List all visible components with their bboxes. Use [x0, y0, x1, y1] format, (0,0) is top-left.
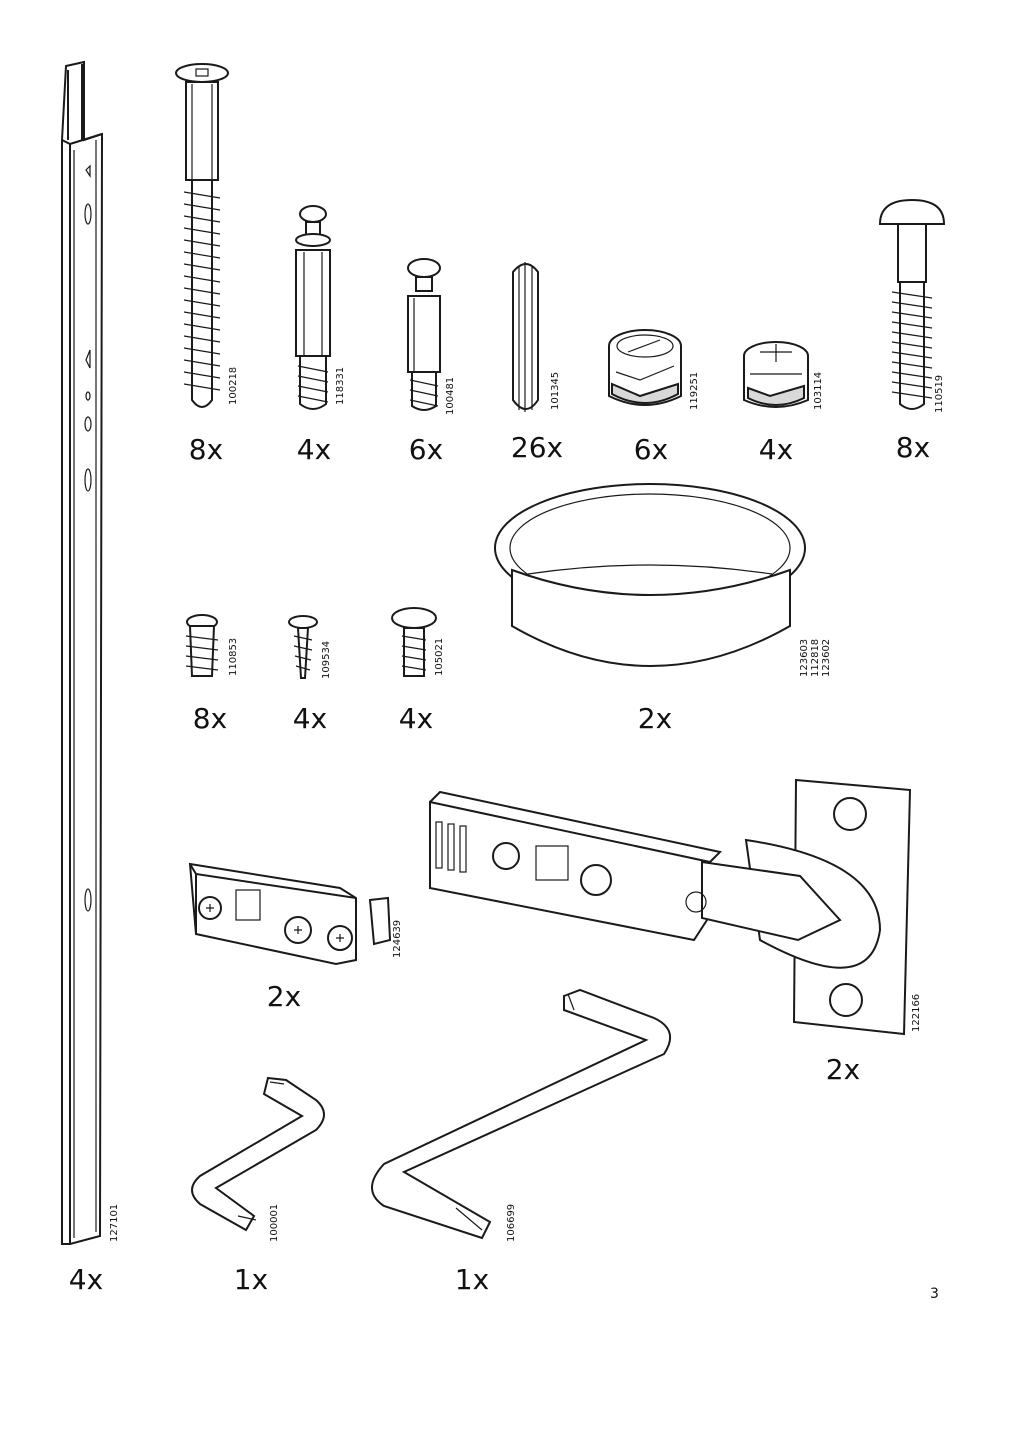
drawer-clip-code: 124639: [392, 919, 403, 958]
insert-code: 110853: [228, 637, 239, 676]
screwdriver-code: 106699: [506, 1203, 517, 1242]
short-bolt-quantity: 6x: [408, 433, 444, 466]
page-number: 3: [930, 1286, 939, 1302]
screwdriver-quantity: 1x: [454, 1263, 490, 1296]
machine-screw-code: 105021: [434, 637, 445, 676]
allen-key-code: 100001: [269, 1203, 280, 1242]
cabinet-hinge-icon: [429, 778, 912, 1036]
cam-bolt-code: 100218: [228, 366, 239, 405]
connector-quantity: 4x: [296, 433, 332, 466]
allen-key-icon: [191, 1076, 325, 1232]
machine-screw-quantity: 4x: [398, 702, 434, 735]
connector-bolt-icon: [295, 205, 331, 410]
dome-head-screw-icon: [878, 198, 946, 410]
drawer-clip-icon: [188, 862, 392, 966]
wooden-dowel-icon: [512, 262, 539, 412]
cam-lock-a-quantity: 6x: [633, 433, 669, 466]
short-bolt-code: 100481: [445, 376, 456, 415]
cam-lock-b-code: 103114: [813, 371, 824, 410]
grommet-codes: 123603 112818 123602: [799, 639, 832, 677]
cam-lock-b-quantity: 4x: [758, 433, 794, 466]
rail-code: 127101: [109, 1203, 120, 1242]
wood-screw-quantity: 4x: [292, 702, 328, 735]
rail-quantity: 4x: [68, 1263, 104, 1296]
cam-lock-a-code: 119251: [689, 371, 700, 410]
grommet-code-2: 112818: [810, 638, 821, 677]
wood-screw-icon: [288, 615, 318, 679]
dome-screw-quantity: 8x: [895, 431, 931, 464]
flat-screwdriver-key-icon: [371, 988, 672, 1240]
cam-bolt-quantity: 8x: [188, 433, 224, 466]
allen-key-quantity: 1x: [233, 1263, 269, 1296]
cam-lock-small-icon: [743, 341, 809, 408]
cam-lock-icon: [608, 329, 682, 406]
machine-screw-icon: [391, 607, 437, 677]
grommet-code-1: 123603: [799, 638, 810, 677]
dowel-code: 101345: [550, 371, 561, 410]
threaded-insert-icon: [185, 614, 219, 677]
cam-bolt-short-icon: [407, 258, 441, 411]
dome-screw-code: 110519: [934, 374, 945, 413]
insert-quantity: 8x: [192, 702, 228, 735]
drawer-clip-quantity: 2x: [266, 980, 302, 1013]
hinge-code: 122166: [911, 993, 922, 1032]
connector-code: 118331: [335, 366, 346, 405]
cable-grommet-icon: [494, 483, 806, 667]
cam-bolt-screw-icon: [175, 63, 229, 408]
dowel-quantity: 26x: [510, 431, 564, 464]
grommet-quantity: 2x: [637, 702, 673, 735]
hinge-quantity: 2x: [825, 1053, 861, 1086]
grommet-code-3: 123602: [821, 638, 832, 677]
wood-screw-code: 109534: [321, 640, 332, 679]
long-rail-icon: [61, 60, 104, 1245]
